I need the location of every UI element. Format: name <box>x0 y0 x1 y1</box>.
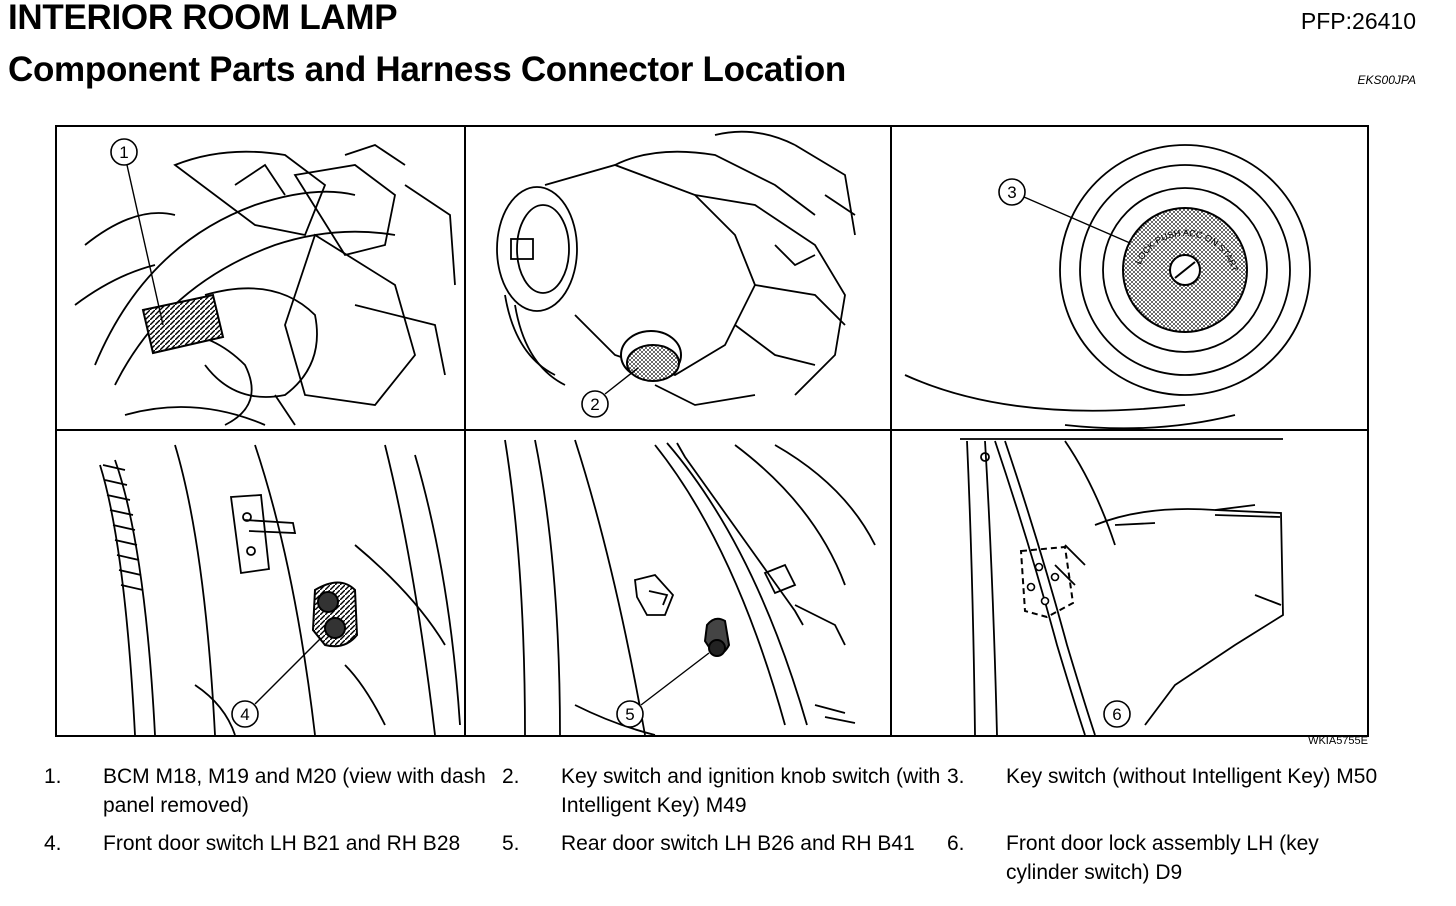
callout-2-label: 2 <box>590 395 599 414</box>
callout-4: 4 <box>231 637 322 728</box>
callout-6-label: 6 <box>1112 705 1121 724</box>
legend-text: Front door switch LH B21 and RH B28 <box>103 832 461 855</box>
legend-number: 4. <box>44 832 62 855</box>
ignition-knob-switch-shape <box>620 330 682 382</box>
callout-5: 5 <box>616 652 710 728</box>
door-lock-assembly-shape <box>1019 545 1075 619</box>
document-code: EKS00JPA <box>1357 73 1416 87</box>
key-cylinder-face: LOCK PUSH ACC ON START <box>1122 207 1248 333</box>
callout-3: 3 <box>998 178 1131 244</box>
figure-id: WKIA5755E <box>1308 735 1368 747</box>
legend-text: Key switch (without Intelligent Key) M50 <box>1006 765 1378 788</box>
callout-4-label: 4 <box>240 705 249 724</box>
callout-1: 1 <box>110 138 164 326</box>
legend-number: 5. <box>502 832 520 855</box>
panel-rear-door-switch-view <box>504 439 876 736</box>
legend-number: 1. <box>44 765 62 788</box>
pfp-code: PFP:26410 <box>1300 8 1416 34</box>
front-door-switch-shape <box>311 581 359 648</box>
callout-6: 6 <box>1103 700 1131 728</box>
component-location-figure: 1 2 <box>55 125 1369 737</box>
legend-number: 3. <box>947 765 965 788</box>
panel-front-door-switch-view <box>99 444 461 736</box>
rear-door-switch-shape <box>703 617 731 657</box>
callout-1-label: 1 <box>119 143 128 162</box>
page-subtitle: Component Parts and Harness Connector Lo… <box>8 50 846 89</box>
callout-5-label: 5 <box>625 705 634 724</box>
callout-2: 2 <box>581 367 639 418</box>
legend-text: Rear door switch LH B26 and RH B41 <box>561 832 915 855</box>
callout-3-label: 3 <box>1007 183 1016 202</box>
legend-text: Front door lock assembly LH (key cylinde… <box>1006 832 1319 884</box>
legend-text: Key switch and ignition knob switch (wit… <box>561 765 941 817</box>
legend-number: 2. <box>502 765 520 788</box>
panel-key-switch-view <box>904 144 1311 430</box>
section-title: INTERIOR ROOM LAMP <box>8 0 398 37</box>
legend-number: 6. <box>947 832 965 855</box>
legend-text: BCM M18, M19 and M20 (view with dash pan… <box>103 765 486 817</box>
panel-bcm-view <box>74 144 456 426</box>
panel-door-lock-view <box>960 438 1284 736</box>
bcm-connector-shape <box>141 293 225 355</box>
